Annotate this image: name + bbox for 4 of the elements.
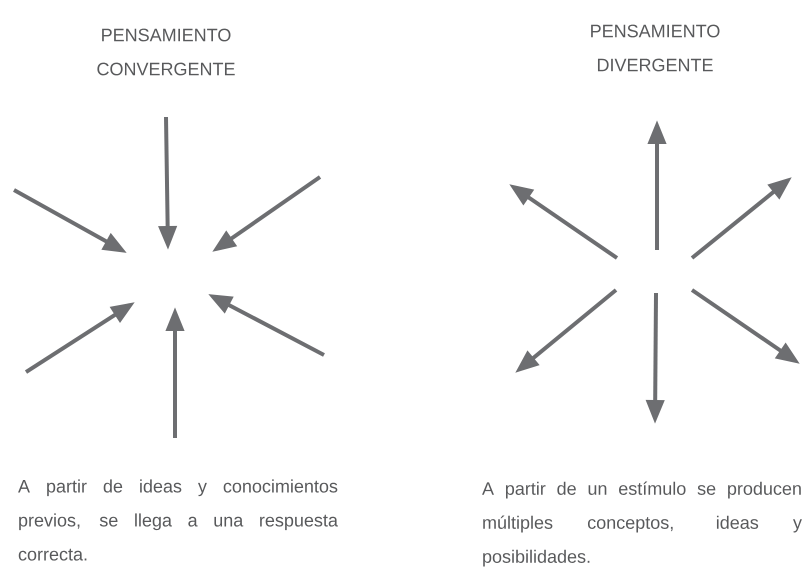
description: A partir de un estímulo se producen múltiples conceptos, ideas y posibilidades.: [482, 482, 802, 566]
description: A partir de ideas y conocimientos previos, se llega a una respuesta correcta.: [18, 479, 338, 561]
heading: PENSAMIENTO CONVERGENTE: [97, 28, 235, 76]
heading: PENSAMIENTO DIVERGENTE: [591, 24, 720, 72]
